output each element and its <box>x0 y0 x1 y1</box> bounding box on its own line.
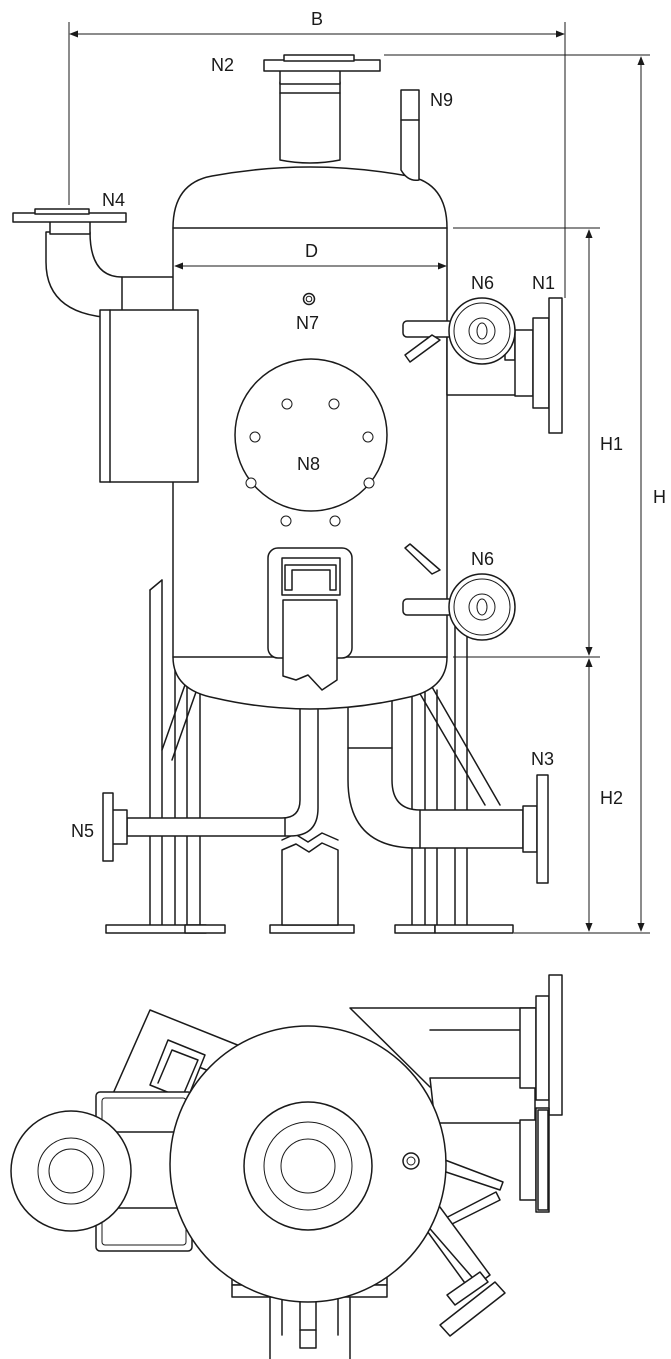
nozzle-n4-pipe <box>12 208 176 319</box>
nozzle-n9 <box>400 89 420 182</box>
label-n9: N9 <box>430 90 453 110</box>
nozzle-n6-lower <box>402 543 516 641</box>
nozzle-n7 <box>302 292 316 306</box>
nozzle-n2 <box>263 54 381 164</box>
label-h2: H2 <box>600 788 623 808</box>
side-panel-box <box>99 309 199 483</box>
label-d: D <box>305 241 318 261</box>
side-elevation-view <box>12 54 563 934</box>
label-n3: N3 <box>531 749 554 769</box>
label-b: B <box>311 9 323 29</box>
internal-drain-bracket <box>267 547 353 691</box>
label-n4: N4 <box>102 190 125 210</box>
label-n5: N5 <box>71 821 94 841</box>
plan-view <box>10 974 563 1359</box>
label-n8: N8 <box>297 454 320 474</box>
nozzle-n6-upper <box>402 297 516 365</box>
label-n2: N2 <box>211 55 234 75</box>
nozzle-n5-pipe <box>102 699 319 862</box>
labels: B D H H1 H2 N1 N2 N3 N4 N5 N6 N6 N7 N8 N… <box>71 9 666 841</box>
dimensions <box>68 22 650 934</box>
label-n6-upper: N6 <box>471 273 494 293</box>
manhole-n8 <box>234 358 388 527</box>
label-n6-lower: N6 <box>471 549 494 569</box>
plan-right-pipes <box>349 974 563 1213</box>
label-h1: H1 <box>600 434 623 454</box>
bottom-drain-pipe <box>281 832 339 926</box>
label-h: H <box>653 487 666 507</box>
label-n7: N7 <box>296 313 319 333</box>
nozzle-n3-pipe <box>347 691 549 884</box>
plan-vessel-circle <box>169 1025 447 1303</box>
label-n1: N1 <box>532 273 555 293</box>
